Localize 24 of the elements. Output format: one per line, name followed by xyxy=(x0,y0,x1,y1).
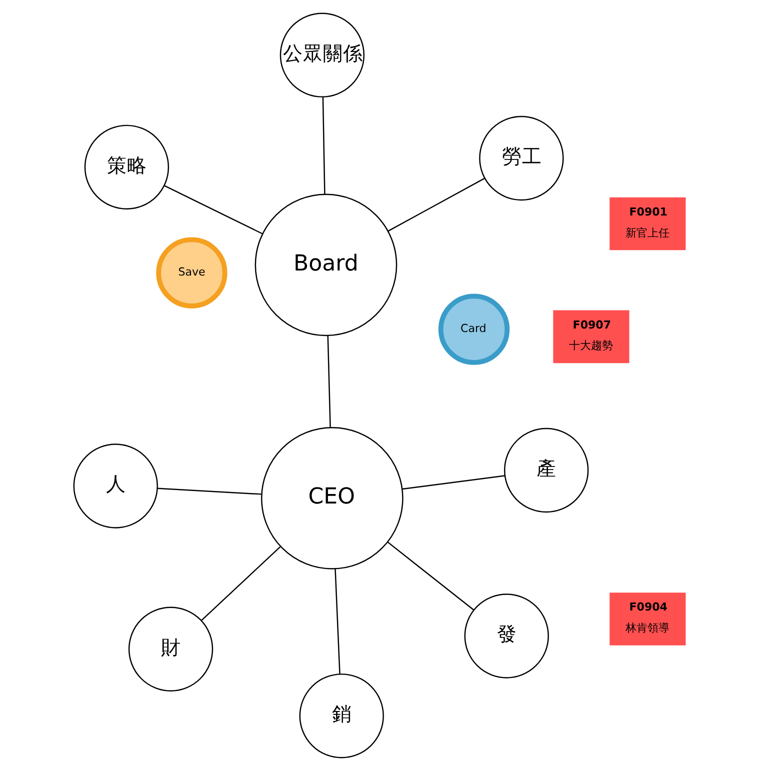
node-circle: Board xyxy=(254,194,397,336)
connector xyxy=(326,336,330,428)
node-circle: 財 xyxy=(128,606,213,692)
node-circle: 勞工 xyxy=(478,116,564,201)
node-circle: 人 xyxy=(72,444,158,528)
node-circle: 產 xyxy=(504,428,588,513)
node-circle: 公眾關係 xyxy=(279,12,364,98)
node-box: F0904 林肯領導 xyxy=(609,592,686,646)
node-circle: CEO xyxy=(260,427,403,570)
connector xyxy=(334,568,340,674)
node-box: F0907 十大趨勢 xyxy=(552,310,629,364)
node-circle: Save xyxy=(156,237,227,308)
node-circle: 銷 xyxy=(298,674,384,758)
node-circle: 發 xyxy=(464,594,548,678)
node-circle: 策略 xyxy=(84,124,169,210)
connector xyxy=(388,178,484,232)
connector xyxy=(157,488,261,495)
connector xyxy=(200,546,280,621)
connector xyxy=(322,97,325,194)
node-box: F0901 新官上任 xyxy=(609,197,686,250)
node-circle: Card xyxy=(438,294,510,365)
connector xyxy=(163,185,262,234)
connector xyxy=(402,475,504,490)
connector xyxy=(386,542,474,611)
